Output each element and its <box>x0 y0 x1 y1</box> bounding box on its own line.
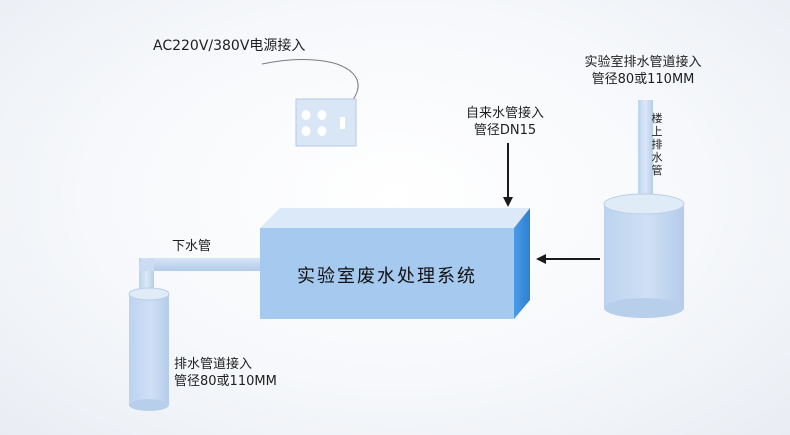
lab-drain-label: 实验室排水管道接入 管径80或110MM <box>568 54 718 88</box>
downpipe-label: 下水管 <box>172 239 212 254</box>
upstairs-pipe-label: 楼 上 排 水 管 <box>651 112 663 177</box>
lab-drain-spec: 管径80或110MM <box>591 72 695 87</box>
upstairs-drain-pipe <box>638 100 653 202</box>
power-cable <box>261 59 359 105</box>
outlet-title: 排水管道接入 <box>174 357 253 372</box>
lab-drain-title: 实验室排水管道接入 <box>584 55 702 70</box>
collection-tank <box>603 193 685 318</box>
outlet-label: 排水管道接入 管径80或110MM <box>174 356 277 390</box>
outlet-spec: 管径80或110MM <box>174 374 277 389</box>
tap-water-title: 自来水管接入 <box>465 106 544 121</box>
tap-water-label: 自来水管接入 管径DN15 <box>455 105 555 139</box>
treatment-system-box <box>260 208 530 319</box>
power-label: AC220V/380V电源接入 <box>153 38 306 54</box>
power-socket-icon <box>295 98 357 147</box>
outlet-tank <box>128 287 170 411</box>
downpipe <box>139 258 260 294</box>
system-label: 实验室废水处理系统 <box>297 266 477 287</box>
tap-water-spec: 管径DN15 <box>473 123 537 138</box>
